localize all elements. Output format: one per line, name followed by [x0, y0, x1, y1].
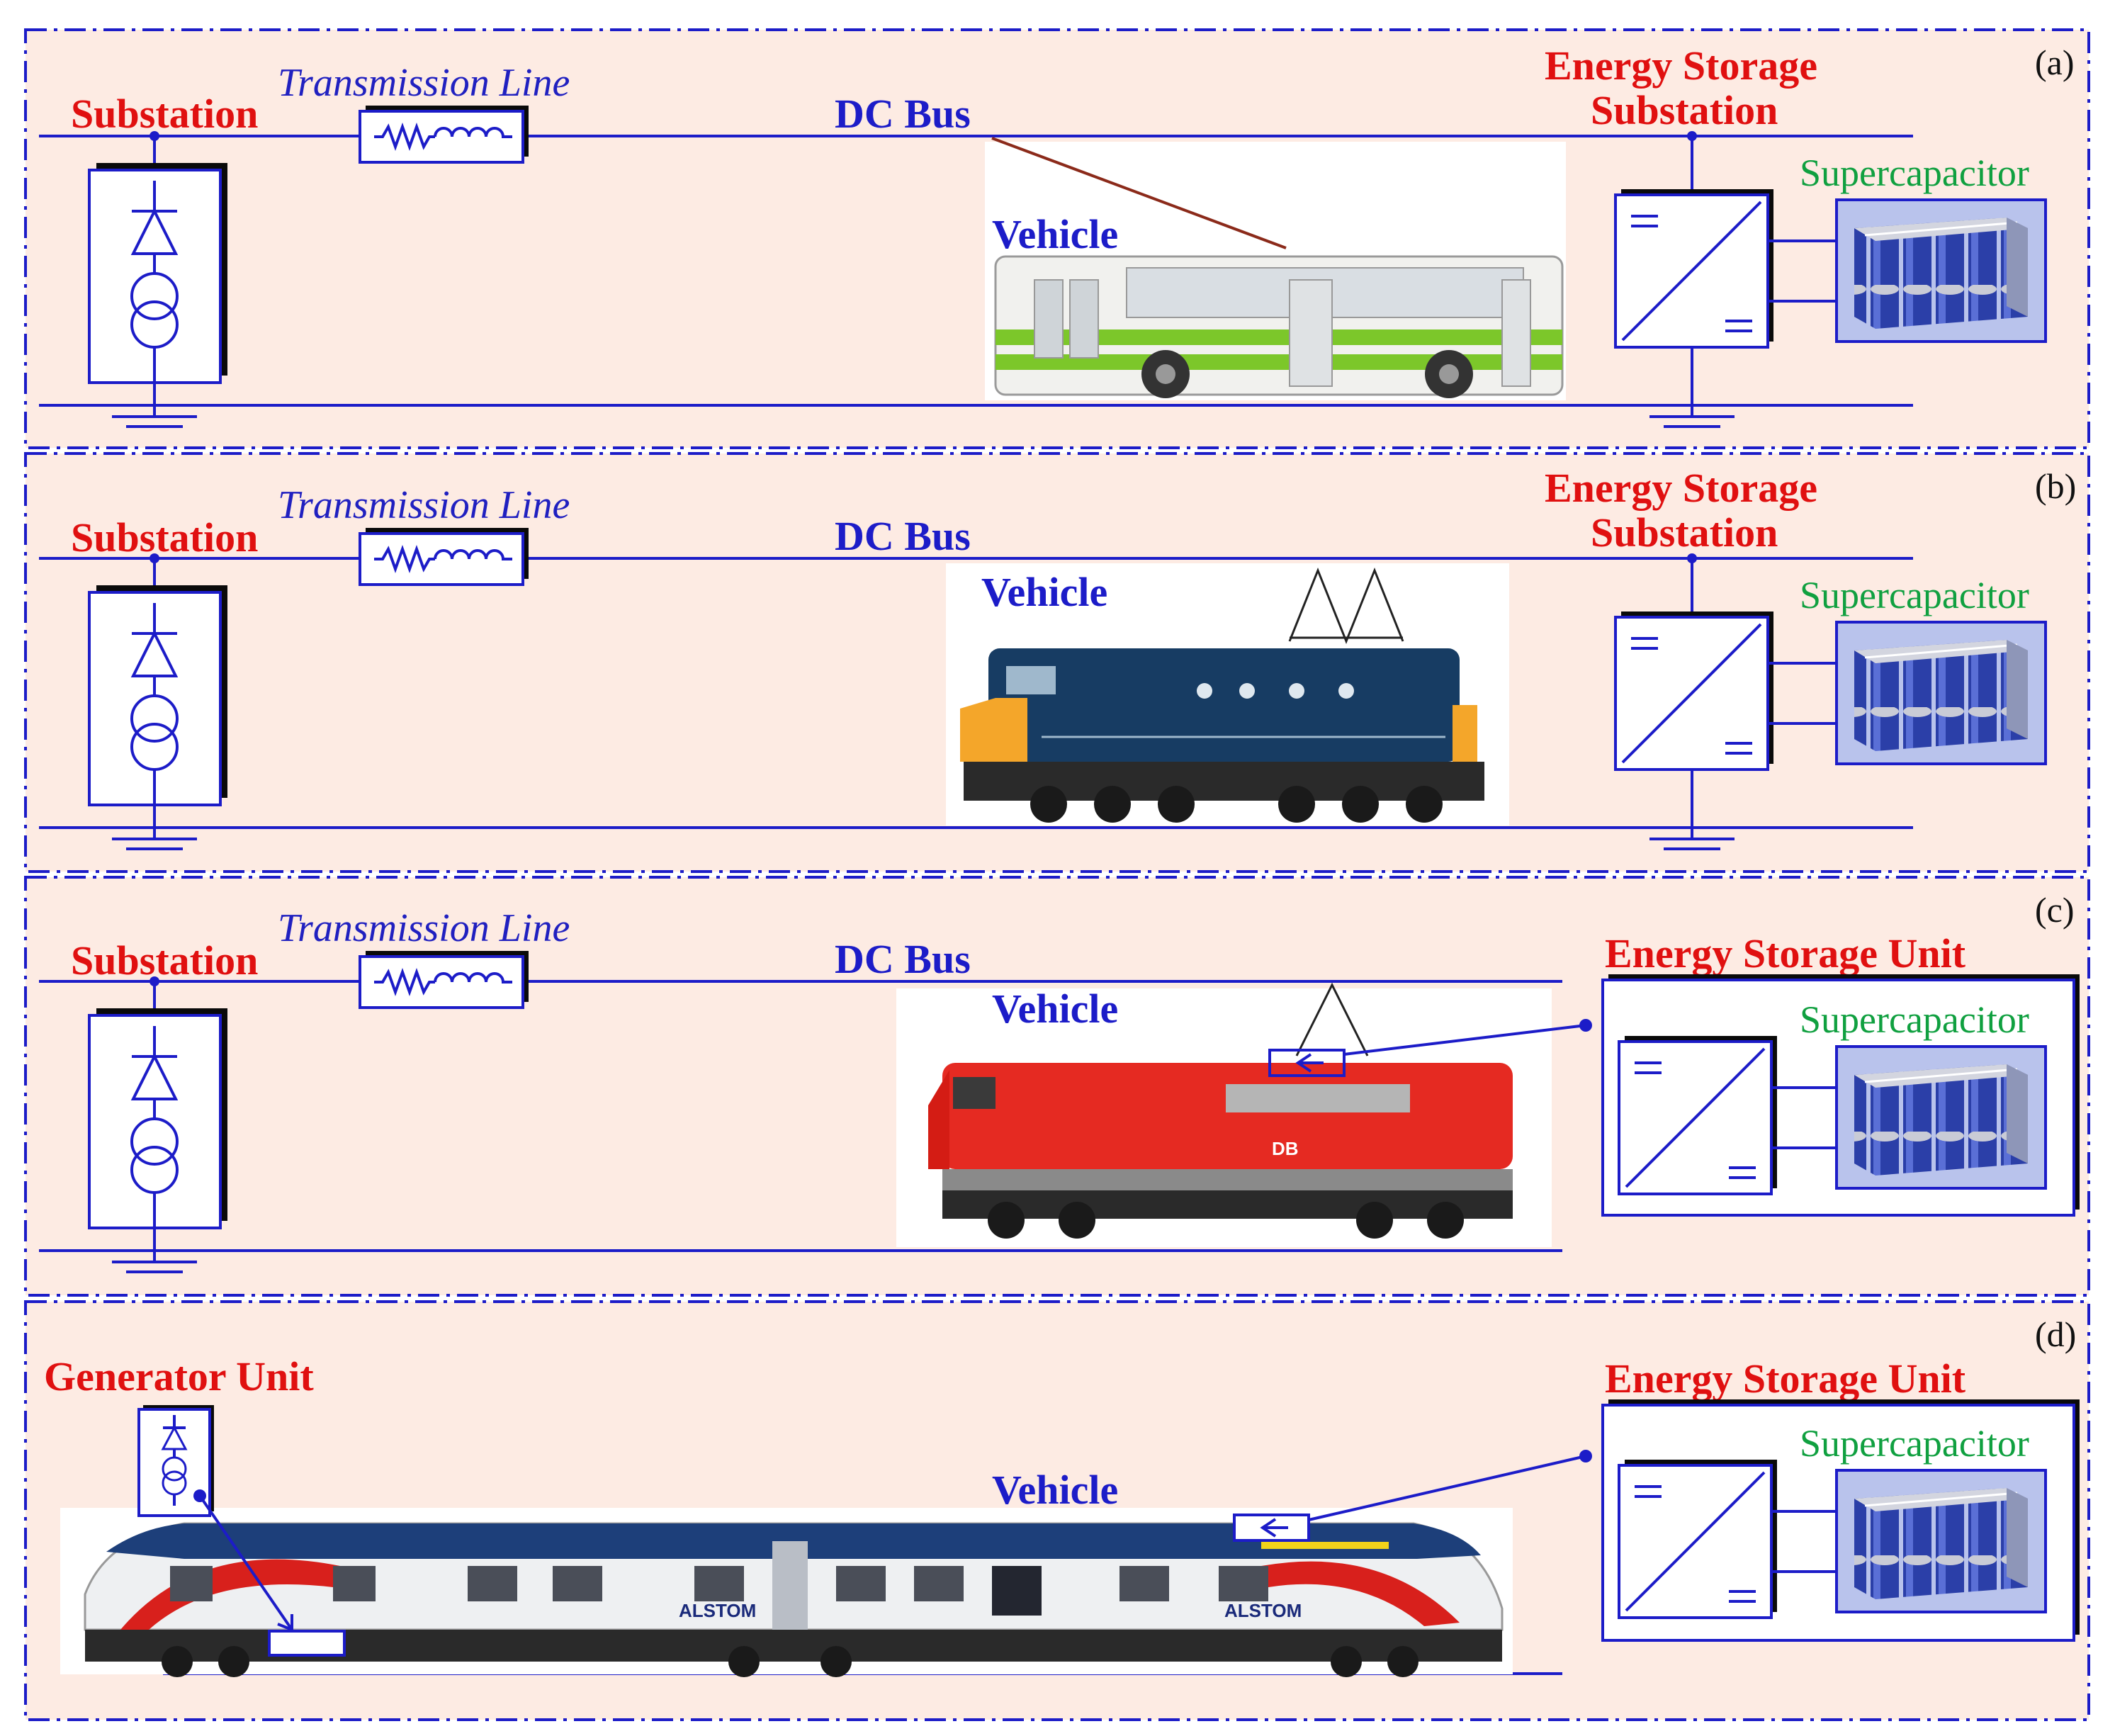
- supercapacitor-label: Supercapacitor: [1800, 574, 2029, 616]
- db-logo: DB: [1272, 1138, 1299, 1159]
- vehicle-label: Vehicle: [992, 986, 1118, 1032]
- dc-dc-converter-icon: [1614, 610, 1775, 771]
- dc-bus-label: DC Bus: [835, 513, 971, 559]
- energy-storage-unit-label: Energy Storage Unit: [1605, 1355, 1966, 1402]
- supercapacitor-bank-icon: [1835, 198, 2047, 343]
- substation-label: Substation: [71, 937, 258, 983]
- blue-locomotive-icon: [946, 563, 1509, 825]
- supercapacitor-label: Supercapacitor: [1800, 152, 2029, 194]
- panel-c: (c) Substation Transmission Line DC Bus …: [24, 876, 2090, 1297]
- panel-tag: (a): [2035, 43, 2075, 82]
- panel-d-frame: [24, 1300, 2090, 1721]
- panel-b: (b) Substation Transmission Line DC Bus: [24, 452, 2090, 873]
- supercapacitor-label: Supercapacitor: [1800, 998, 2029, 1041]
- vehicle-label: Vehicle: [981, 569, 1107, 615]
- substation-label: Substation: [71, 514, 258, 560]
- vehicle-label: Vehicle: [992, 211, 1118, 257]
- alstom-logo: ALSTOM: [1224, 1600, 1302, 1621]
- energy-storage-label: Energy Storage: [1545, 43, 1817, 89]
- panel-c-frame: [24, 876, 2090, 1297]
- dc-dc-converter-icon: [1614, 188, 1775, 349]
- panel-a: (a) Substation Transmission Line DC Bus: [24, 28, 2090, 449]
- panel-d: (d) Generator Unit ALSTOM ALSTOM: [24, 1300, 2090, 1721]
- red-locomotive-icon: DB: [896, 982, 1552, 1247]
- panel-tag: (d): [2035, 1314, 2076, 1354]
- substation-label: Substation: [71, 91, 258, 137]
- supercapacitor-label: Supercapacitor: [1800, 1422, 2029, 1465]
- generator-unit-label: Generator Unit: [44, 1353, 314, 1399]
- transmission-line-label: Transmission Line: [278, 483, 570, 527]
- vehicle-label: Vehicle: [992, 1467, 1118, 1513]
- energy-storage-label: Energy Storage: [1545, 465, 1817, 511]
- transmission-line-label: Transmission Line: [278, 906, 570, 950]
- dc-bus-label: DC Bus: [835, 936, 971, 982]
- substation-rectifier-icon: [88, 1007, 229, 1229]
- dc-dc-converter-icon: [1618, 1458, 1778, 1619]
- onboard-storage-marker: [1268, 1049, 1346, 1077]
- supercapacitor-bank-icon: [1835, 621, 2047, 765]
- energy-storage-unit-label: Energy Storage Unit: [1605, 930, 1966, 976]
- substation-rectifier-icon: [88, 584, 229, 806]
- transmission-line-icon: [359, 526, 530, 586]
- dc-bus-label: DC Bus: [835, 91, 971, 137]
- supercapacitor-bank-icon: [1835, 1469, 2047, 1613]
- energy-storage-substation-label: Substation: [1591, 509, 1778, 556]
- generator-onboard-marker: [268, 1630, 346, 1657]
- transmission-line-label: Transmission Line: [278, 61, 570, 105]
- supercapacitor-bank-icon: [1835, 1045, 2047, 1190]
- panel-b-frame: [24, 452, 2090, 873]
- panel-tag: (b): [2035, 466, 2076, 506]
- panel-a-frame: [24, 28, 2090, 449]
- substation-rectifier-icon: [88, 162, 229, 384]
- alstom-logo: ALSTOM: [679, 1600, 756, 1621]
- transmission-line-icon: [359, 104, 530, 164]
- transmission-line-icon: [359, 949, 530, 1009]
- trolleybus-icon: [985, 137, 1566, 400]
- energy-storage-substation-label: Substation: [1591, 87, 1778, 133]
- dc-dc-converter-icon: [1618, 1035, 1778, 1195]
- panel-tag: (c): [2035, 890, 2075, 930]
